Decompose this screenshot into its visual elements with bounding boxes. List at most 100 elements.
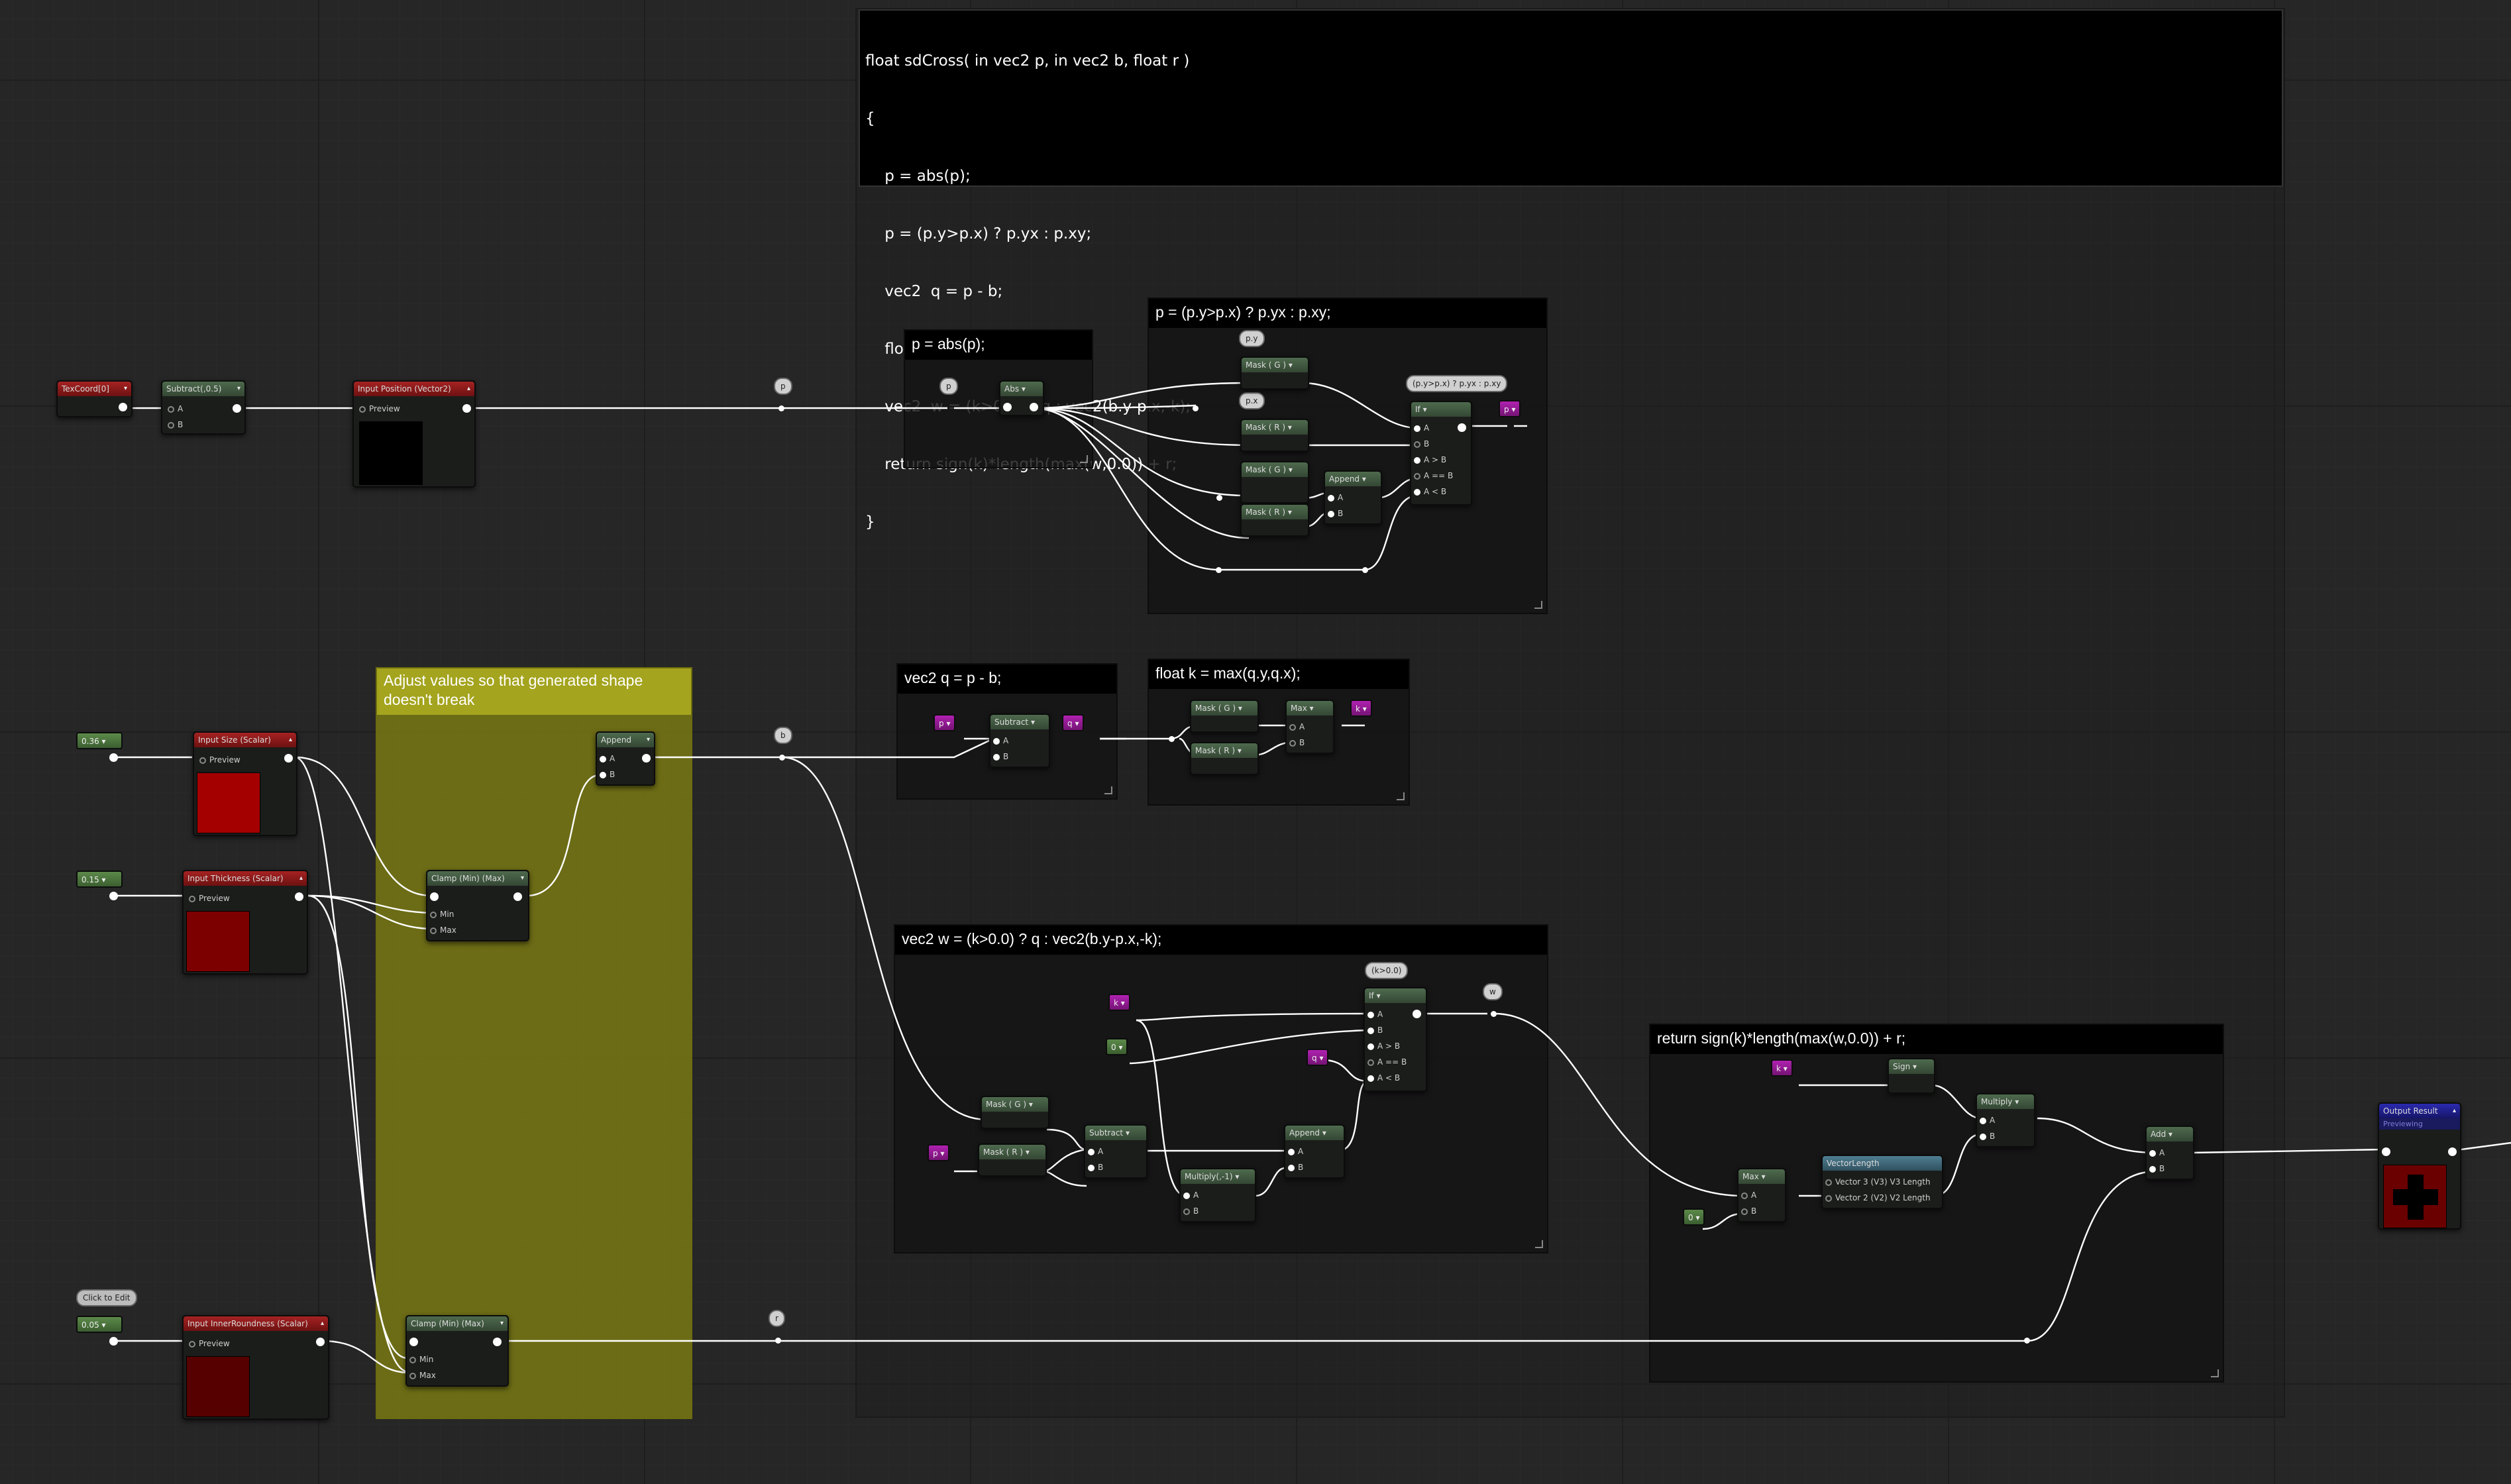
input-pin-v3[interactable]: Vector 3 (V3) V3 Length: [1825, 1177, 1931, 1187]
mask-r-node[interactable]: Mask ( R ) ▾: [1240, 419, 1309, 452]
subtract-node[interactable]: Subtract ▾ A B: [989, 714, 1050, 768]
subtract-node[interactable]: Subtract ▾ A B: [1084, 1124, 1148, 1179]
input-pin-a[interactable]: A: [1367, 1010, 1383, 1019]
input-pin-min[interactable]: Min: [409, 1355, 433, 1364]
input-pin-a[interactable]: A: [1088, 1147, 1103, 1156]
input-pin[interactable]: [409, 1338, 418, 1346]
parameter-k[interactable]: k ▾: [1350, 700, 1372, 717]
input-pin-a[interactable]: A: [2149, 1148, 2164, 1157]
output-pin[interactable]: [119, 403, 127, 411]
input-pin-a[interactable]: A: [1741, 1191, 1756, 1200]
resize-handle[interactable]: [1104, 786, 1112, 794]
constant-node[interactable]: 0.36 ▾: [76, 732, 123, 749]
input-pin-b[interactable]: B: [600, 770, 615, 779]
input-pin-altb[interactable]: A < B: [1414, 487, 1446, 496]
collapse-icon[interactable]: ▴: [299, 874, 303, 882]
parameter-q[interactable]: q ▾: [1307, 1049, 1329, 1066]
output-pin[interactable]: [1458, 423, 1466, 432]
abs-node[interactable]: Abs ▾: [999, 380, 1044, 416]
collapse-icon[interactable]: ▾: [123, 385, 127, 392]
input-pin-a[interactable]: A: [1183, 1191, 1199, 1200]
reroute-node[interactable]: [1491, 1011, 1497, 1017]
input-pin-b[interactable]: B: [993, 752, 1008, 761]
append-node[interactable]: Append ▾ A B: [1284, 1124, 1345, 1179]
output-pin[interactable]: [295, 892, 303, 901]
mask-r-node[interactable]: Mask ( R ) ▾: [1190, 742, 1259, 775]
parameter-k[interactable]: k ▾: [1108, 994, 1130, 1011]
subtract-node[interactable]: Subtract(,0.5)▾ A B: [161, 380, 246, 435]
input-pin-a[interactable]: A: [993, 736, 1008, 745]
mask-g-node[interactable]: Mask ( G ) ▾: [1190, 700, 1259, 733]
output-pin[interactable]: [513, 892, 522, 901]
output-pin[interactable]: [642, 754, 651, 763]
output-pin[interactable]: [233, 404, 241, 413]
named-reroute-b[interactable]: b: [774, 727, 792, 744]
named-reroute-r[interactable]: r: [769, 1310, 785, 1327]
output-result-node[interactable]: Output Result▴ Previewing: [2378, 1102, 2461, 1230]
input-thickness-node[interactable]: Input Thickness (Scalar)▴ Preview: [182, 870, 308, 975]
named-reroute-p[interactable]: p: [774, 378, 792, 395]
named-reroute-k0[interactable]: (k>0.0): [1365, 962, 1409, 979]
reroute-node[interactable]: [1216, 567, 1222, 573]
input-pin-agtb[interactable]: A > B: [1414, 455, 1446, 464]
multiply-node[interactable]: Multiply ▾ A B: [1976, 1093, 2035, 1147]
collapse-icon[interactable]: ▾: [500, 1320, 504, 1327]
input-pin-b[interactable]: B: [1367, 1026, 1383, 1035]
max-node[interactable]: Max ▾ A B: [1737, 1168, 1786, 1222]
input-pin-b[interactable]: B: [1328, 509, 1343, 518]
input-pin-b[interactable]: B: [168, 420, 183, 429]
max-node[interactable]: Max ▾ A B: [1285, 700, 1334, 754]
named-reroute-py[interactable]: p.y: [1239, 330, 1265, 347]
constant-zero[interactable]: 0 ▾: [1106, 1038, 1128, 1055]
append-node[interactable]: Append▾ A B: [596, 731, 655, 786]
input-pin-a[interactable]: A: [1288, 1147, 1303, 1156]
output-pin[interactable]: [109, 1337, 118, 1346]
input-pin-b[interactable]: B: [1980, 1132, 1995, 1141]
mask-g-node[interactable]: Mask ( G ) ▾: [981, 1096, 1049, 1129]
input-pin[interactable]: [2382, 1147, 2390, 1156]
input-pin-b[interactable]: B: [1741, 1206, 1756, 1216]
input-pin-b[interactable]: B: [1288, 1163, 1303, 1172]
input-size-node[interactable]: Input Size (Scalar)▴ Preview: [193, 731, 297, 836]
output-pin[interactable]: [493, 1338, 502, 1346]
mask-g-node[interactable]: Mask ( G ) ▾: [1240, 356, 1309, 390]
parameter-k[interactable]: k ▾: [1771, 1059, 1793, 1077]
input-pin-min[interactable]: Min: [430, 910, 454, 919]
click-to-edit-bubble[interactable]: Click to Edit: [76, 1289, 137, 1306]
mask-r-node[interactable]: Mask ( R ) ▾: [1240, 504, 1309, 537]
constant-node[interactable]: 0.15 ▾: [76, 871, 123, 888]
input-pin-aeqb[interactable]: A == B: [1414, 471, 1453, 480]
input-position-node[interactable]: Input Position (Vector2)▴ Preview: [352, 380, 476, 488]
named-reroute-w[interactable]: w: [1483, 983, 1503, 1000]
if-node[interactable]: If ▾ A B A > B A == B A < B: [1410, 401, 1472, 505]
comment-abs[interactable]: p = abs(p);: [904, 329, 1093, 468]
parameter-p[interactable]: p ▾: [928, 1144, 950, 1161]
output-pin[interactable]: [109, 753, 118, 762]
output-pin[interactable]: [316, 1338, 325, 1346]
preview-pin[interactable]: Preview: [199, 755, 240, 765]
input-innerroundness-node[interactable]: Input InnerRoundness (Scalar)▴ Preview: [182, 1315, 329, 1420]
reroute-node[interactable]: [779, 755, 785, 761]
output-pin[interactable]: [1030, 403, 1038, 411]
output-pin[interactable]: [1413, 1010, 1421, 1018]
collapse-icon[interactable]: ▾: [646, 736, 650, 743]
named-reroute-p[interactable]: p: [939, 378, 958, 395]
input-pin-max[interactable]: Max: [409, 1371, 436, 1380]
collapse-icon[interactable]: ▾: [237, 385, 240, 392]
parameter-p[interactable]: p ▾: [934, 714, 956, 731]
input-pin-b[interactable]: B: [1088, 1163, 1103, 1172]
reroute-node[interactable]: [2024, 1338, 2030, 1344]
output-pin[interactable]: [462, 404, 471, 413]
collapse-icon[interactable]: ▾: [520, 874, 524, 882]
resize-handle[interactable]: [1397, 792, 1405, 800]
reroute-node[interactable]: [1193, 405, 1199, 411]
input-pin[interactable]: [1003, 403, 1012, 411]
collapse-icon[interactable]: ▴: [466, 385, 470, 392]
named-reroute-px[interactable]: p.x: [1239, 392, 1265, 409]
reroute-node[interactable]: [1362, 567, 1368, 573]
named-reroute-swap[interactable]: (p.y>p.x) ? p.yx : p.xy: [1406, 375, 1508, 392]
input-pin-b[interactable]: B: [1289, 738, 1305, 747]
collapse-icon[interactable]: ▴: [2452, 1107, 2456, 1114]
resize-handle[interactable]: [1534, 601, 1542, 609]
